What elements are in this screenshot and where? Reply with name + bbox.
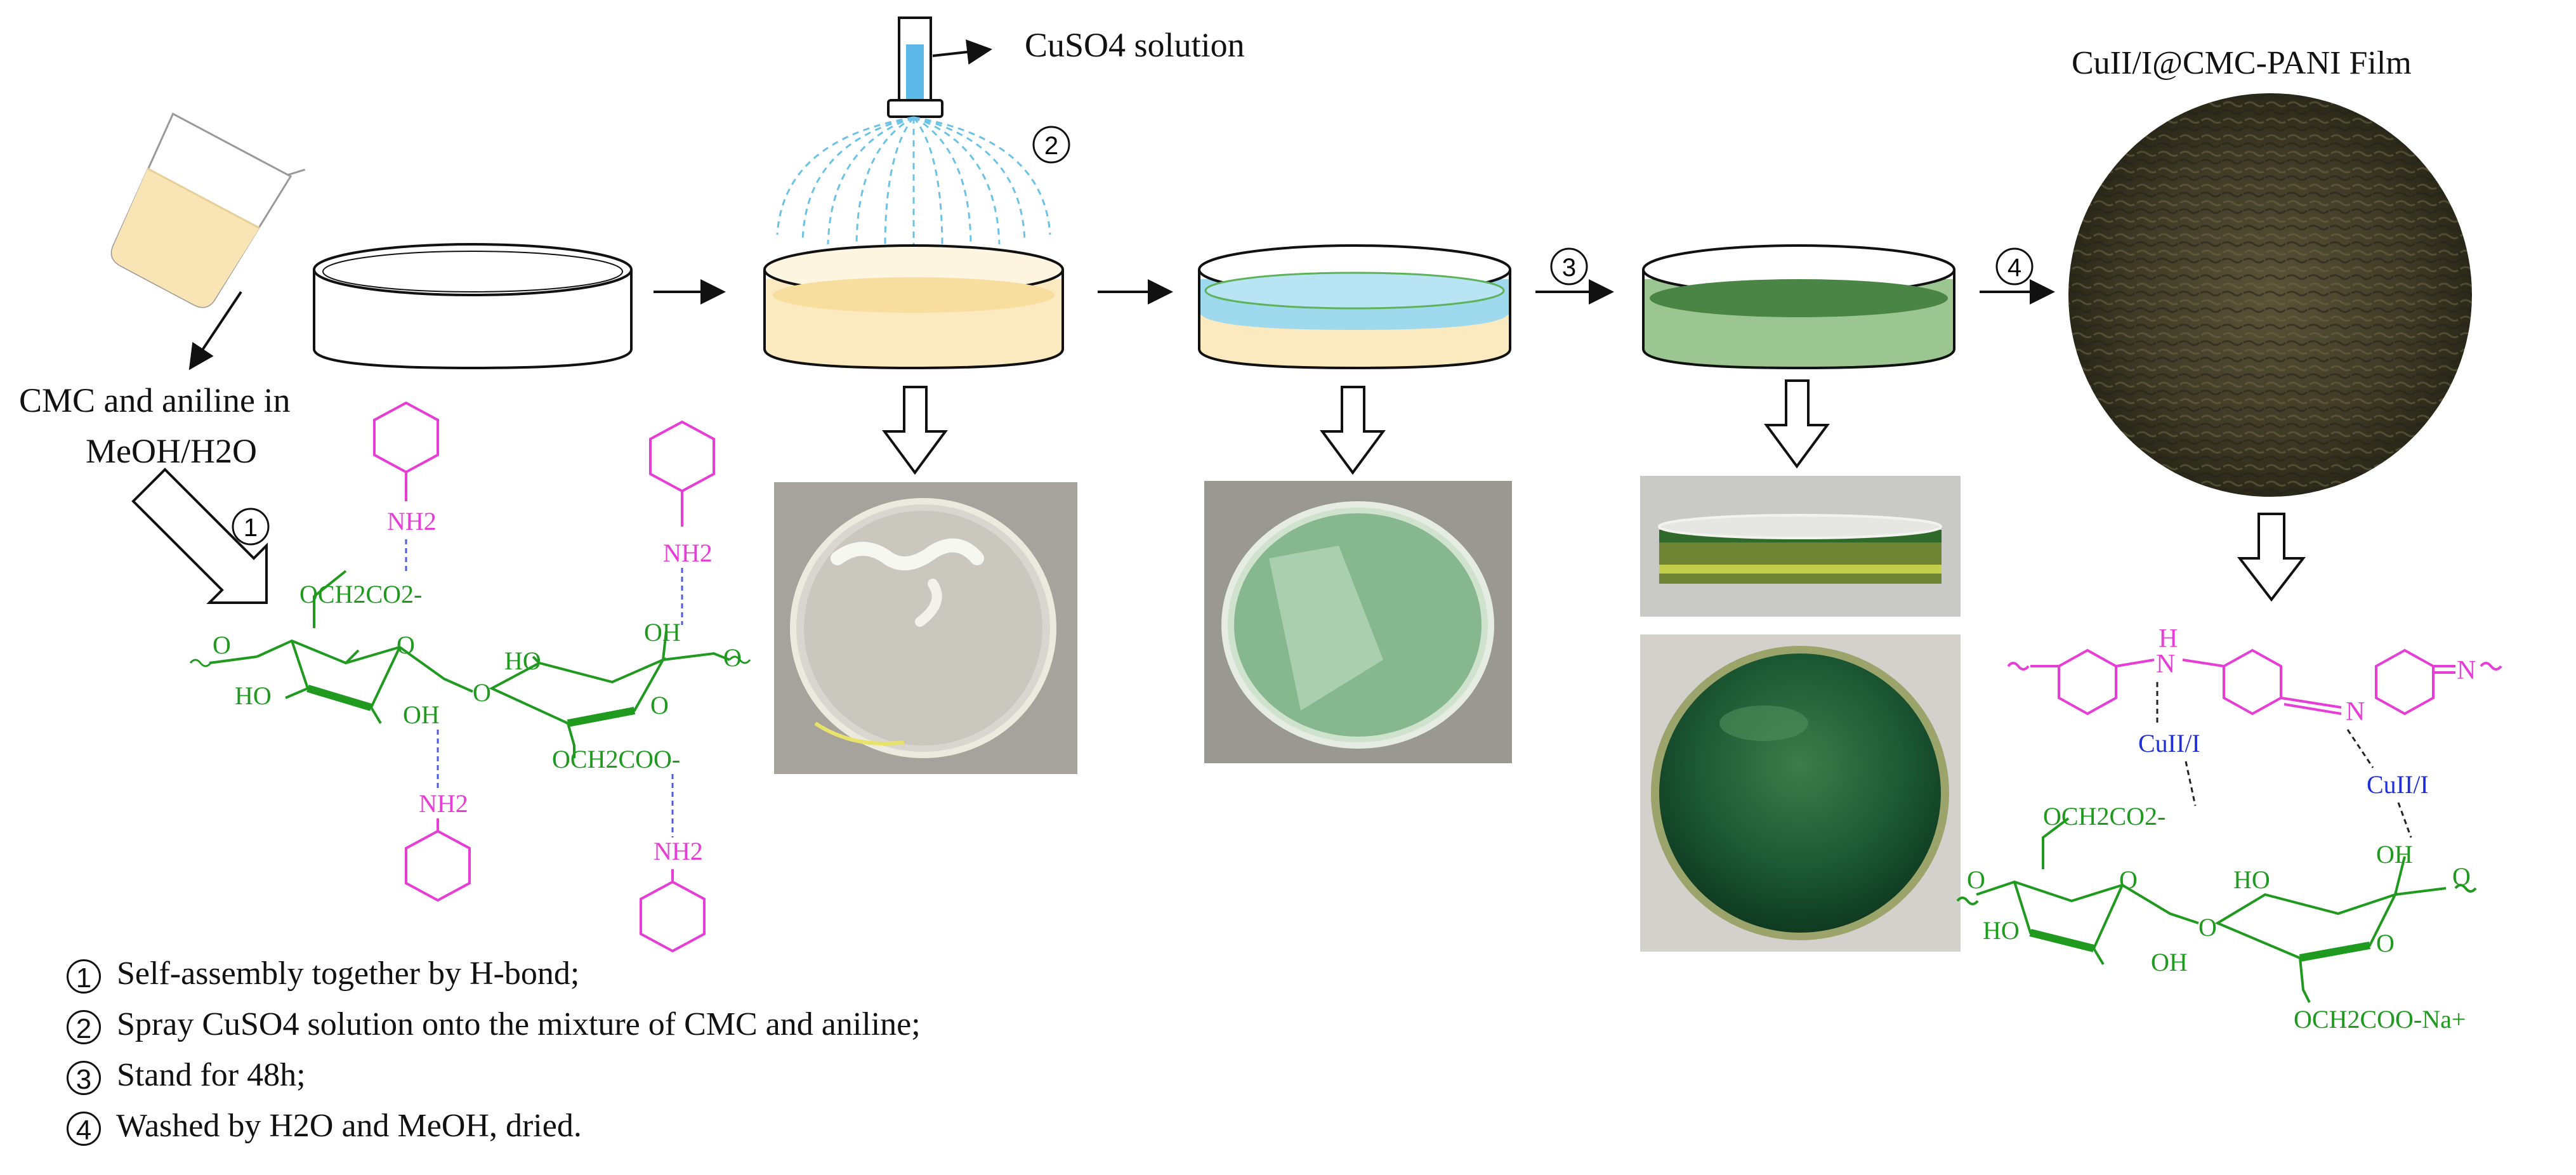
step-number: 1: [67, 959, 101, 994]
svg-text:HO: HO: [2233, 865, 2270, 894]
svg-text:NH2: NH2: [663, 539, 713, 567]
svg-text:NH2: NH2: [419, 789, 468, 818]
svg-text:O: O: [650, 691, 669, 719]
photo-dish-1: [774, 482, 1077, 774]
legend-item-2: 2 Spray CuSO4 solution onto the mixture …: [67, 1006, 921, 1045]
cmc-aniline-structure: OCH2CO2- O O HO OH O HO OH O O OCH2COO- …: [189, 401, 751, 953]
step-marker-1: 1: [232, 508, 270, 546]
svg-text:OCH2COO-: OCH2COO-: [552, 745, 680, 773]
svg-text:N: N: [2346, 697, 2365, 726]
legend-text: Stand for 48h;: [117, 1057, 306, 1093]
photo-dish-3-side: [1640, 476, 1961, 617]
step-number: 4: [67, 1112, 101, 1146]
svg-text:OCH2COO-Na+: OCH2COO-Na+: [2294, 1005, 2466, 1034]
legend-text: Spray CuSO4 solution onto the mixture of…: [117, 1006, 921, 1042]
legend-item-4: 4 Washed by H2O and MeOH, dried.: [67, 1107, 582, 1146]
svg-text:HO: HO: [1983, 916, 2020, 945]
photo-dish-2: [1204, 481, 1512, 763]
svg-text:OCH2CO2-: OCH2CO2-: [2043, 802, 2165, 830]
svg-text:4: 4: [2008, 254, 2021, 282]
svg-text:OH: OH: [403, 700, 440, 729]
photo-dish-4-top: [1640, 634, 1961, 952]
svg-text:3: 3: [1562, 254, 1576, 282]
petri-dish-icon: [313, 243, 633, 370]
svg-text:O: O: [2452, 862, 2471, 891]
step-number: 3: [67, 1061, 101, 1096]
svg-text:NH2: NH2: [387, 507, 437, 535]
svg-text:O: O: [473, 678, 491, 707]
svg-text:OH: OH: [644, 618, 681, 647]
pani-cu-cmc-structure: H N N N CuII/I CuII/I: [1956, 624, 2502, 1034]
petri-dish-icon: [1642, 244, 1955, 370]
svg-text:HO: HO: [504, 647, 541, 675]
legend-item-3: 3 Stand for 48h;: [67, 1056, 306, 1096]
film-micrograph: [2068, 93, 2472, 497]
svg-text:NH2: NH2: [654, 837, 703, 865]
spray-lines: [776, 116, 1051, 248]
svg-text:N: N: [2457, 656, 2476, 685]
petri-dish-icon: [763, 244, 1064, 370]
film-title: CuII/I@CMC-PANI Film: [2072, 45, 2412, 81]
svg-text:OH: OH: [2376, 840, 2413, 869]
svg-text:CuII/I: CuII/I: [2138, 729, 2200, 758]
step-number: 2: [67, 1010, 101, 1045]
svg-text:1: 1: [244, 514, 258, 542]
legend-text: Washed by H2O and MeOH, dried.: [116, 1108, 582, 1144]
svg-text:O: O: [213, 631, 231, 659]
arrow-icon: [188, 291, 242, 371]
hollow-arrow-icon: [131, 379, 2306, 604]
svg-text:H: H: [2159, 624, 2178, 653]
svg-text:O: O: [2119, 865, 2138, 894]
svg-text:CuII/I: CuII/I: [2367, 770, 2429, 799]
cuso4-solution-label: CuSO4 solution: [1025, 26, 1245, 64]
svg-text:O: O: [723, 643, 742, 672]
svg-text:HO: HO: [235, 681, 272, 710]
start-label-line1: CMC and aniline in: [19, 381, 291, 419]
step-marker-3: 3: [1550, 247, 1588, 286]
svg-text:O: O: [1967, 865, 1985, 894]
svg-text:O: O: [2376, 929, 2395, 957]
step-marker-2: 2: [1032, 126, 1070, 164]
svg-text:N: N: [2156, 650, 2175, 679]
start-label-line2: MeOH/H2O: [86, 432, 257, 470]
legend-text: Self-assembly together by H-bond;: [117, 955, 580, 992]
svg-text:OCH2CO2-: OCH2CO2-: [299, 580, 422, 608]
step-marker-4: 4: [1995, 247, 2034, 286]
svg-text:O: O: [397, 631, 415, 659]
svg-text:OH: OH: [2151, 948, 2188, 976]
legend-item-1: 1 Self-assembly together by H-bond;: [67, 955, 579, 994]
svg-text:2: 2: [1044, 132, 1058, 160]
burette-icon: [887, 16, 992, 118]
beaker-icon: [110, 112, 306, 308]
petri-dish-icon: [1198, 244, 1511, 370]
svg-text:O: O: [2198, 913, 2217, 942]
